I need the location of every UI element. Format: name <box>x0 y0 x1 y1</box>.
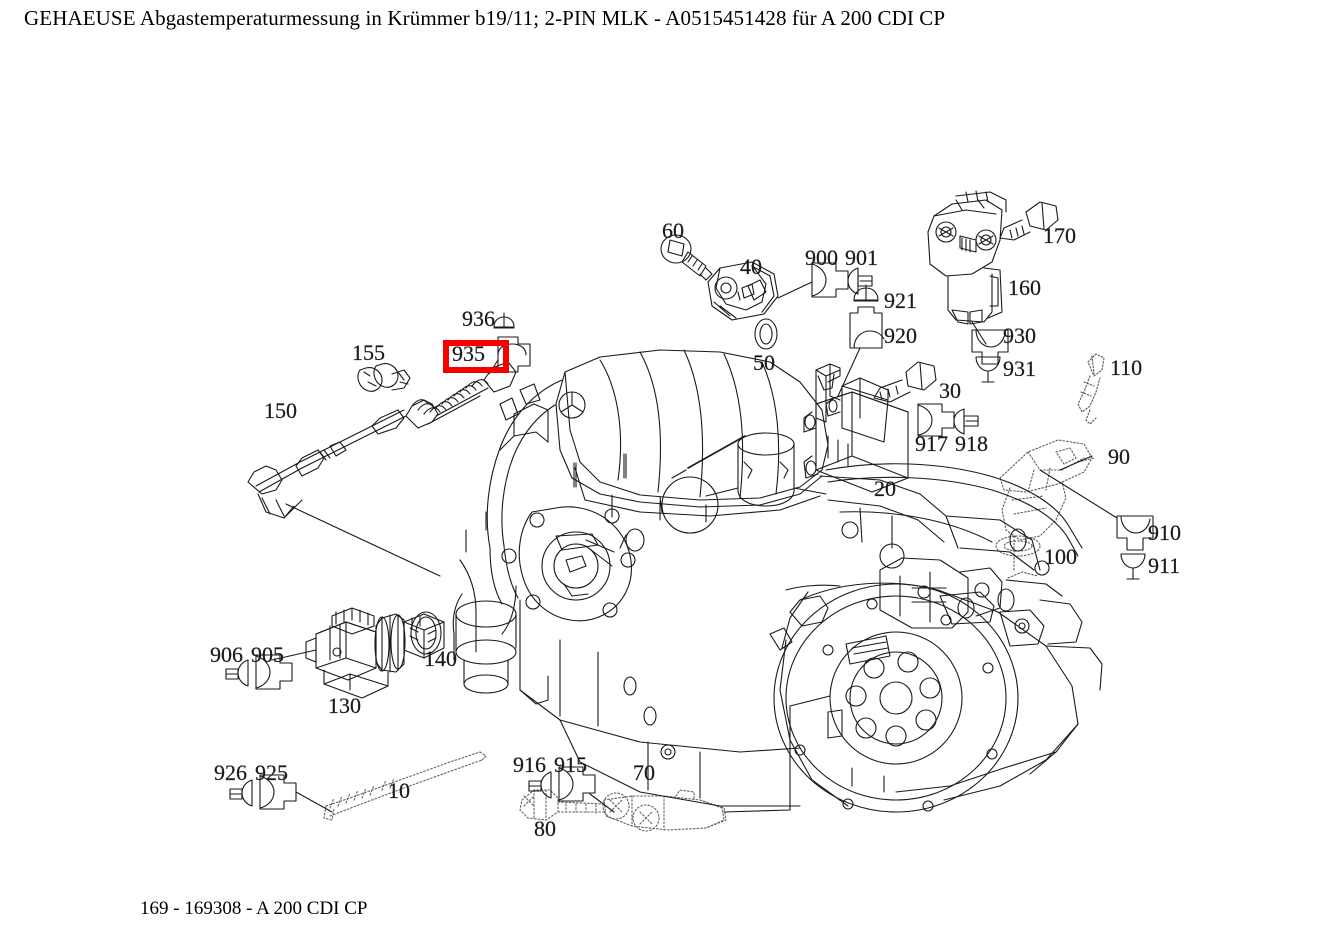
part-80-clamp <box>519 789 605 821</box>
callout-935: 935 <box>452 341 485 366</box>
callout-920: 920 <box>884 323 917 348</box>
callout-40: 40 <box>740 254 762 279</box>
part-155-cable-clip <box>357 363 411 392</box>
part-935-connector-housing-symbol <box>497 336 531 373</box>
part-30-bolt <box>873 361 937 403</box>
part-110-stud-bolt <box>1077 353 1105 425</box>
part-70-pipe-assembly <box>602 789 727 832</box>
callout-910: 910 <box>1148 520 1181 545</box>
part-40-sensor-module <box>707 261 813 321</box>
part-918-connector-plug-symbol <box>953 408 979 435</box>
part-20-control-unit <box>803 363 909 493</box>
callout-917: 917 <box>915 431 948 456</box>
part-925-connector-housing-symbol <box>259 774 333 813</box>
part-936-connector-plug-symbol <box>493 312 515 329</box>
callout-60: 60 <box>662 218 684 243</box>
part-931-connector-plug-symbol <box>975 356 1001 383</box>
callout-926: 926 <box>214 760 247 785</box>
callout-50: 50 <box>753 350 775 375</box>
part-140-o-ring <box>410 611 442 655</box>
part-160-sensor-housing <box>927 190 1007 345</box>
callout-931: 931 <box>1003 356 1036 381</box>
part-900-connector-housing-symbol <box>811 262 849 298</box>
callout-100: 100 <box>1044 544 1077 569</box>
part-60-bolt <box>660 234 713 281</box>
callout-170: 170 <box>1043 223 1076 248</box>
callout-900: 900 <box>805 245 838 270</box>
callout-925: 925 <box>255 760 288 785</box>
callout-20: 20 <box>874 476 896 501</box>
part-90-bracket <box>999 439 1095 579</box>
part-10-exhaust-pipe <box>323 751 487 821</box>
page-footer: 169 - 169308 - A 200 CDI CP <box>140 898 368 919</box>
engine-assembly-drawing <box>452 349 1103 813</box>
callout-918: 918 <box>955 431 988 456</box>
part-901-connector-plug-symbol <box>847 267 873 295</box>
callout-921: 921 <box>884 288 917 313</box>
part-906-connector-plug-symbol <box>225 659 249 687</box>
part-926-connector-plug-symbol <box>229 779 253 807</box>
callout-911: 911 <box>1148 553 1181 578</box>
page-title: GEHAEUSE Abgastemperaturmessung in Krümm… <box>24 6 946 30</box>
part-911-connector-plug-symbol <box>1120 553 1146 580</box>
part-905-connector-housing-symbol <box>255 654 293 690</box>
callout-10: 10 <box>388 778 410 803</box>
part-917-connector-housing-symbol <box>917 403 955 437</box>
callout-930: 930 <box>1003 323 1036 348</box>
callout-30: 30 <box>939 378 961 403</box>
callout-906: 906 <box>210 642 243 667</box>
part-50-o-ring <box>754 318 778 350</box>
callout-155: 155 <box>352 340 385 365</box>
part-921-connector-plug-symbol <box>853 284 879 302</box>
callout-130: 130 <box>328 693 361 718</box>
callout-160: 160 <box>1008 275 1041 300</box>
callout-150: 150 <box>264 398 297 423</box>
callout-916: 916 <box>513 752 546 777</box>
part-920-connector-housing-symbol <box>837 306 885 397</box>
callout-70: 70 <box>633 760 655 785</box>
callout-905: 905 <box>251 642 284 667</box>
callout-80: 80 <box>534 816 556 841</box>
callout-936: 936 <box>462 306 495 331</box>
part-130-valve-actuator <box>271 607 445 699</box>
callout-90: 90 <box>1108 444 1130 469</box>
callout-110: 110 <box>1110 355 1143 380</box>
callout-140: 140 <box>424 646 457 671</box>
callout-901: 901 <box>845 245 878 270</box>
part-915-connector-housing-symbol <box>558 766 615 813</box>
part-916-connector-plug-symbol <box>528 771 552 799</box>
part-100-gasket-ring <box>995 535 1041 557</box>
callout-915: 915 <box>554 752 587 777</box>
part-910-connector-housing-symbol <box>1039 469 1154 551</box>
